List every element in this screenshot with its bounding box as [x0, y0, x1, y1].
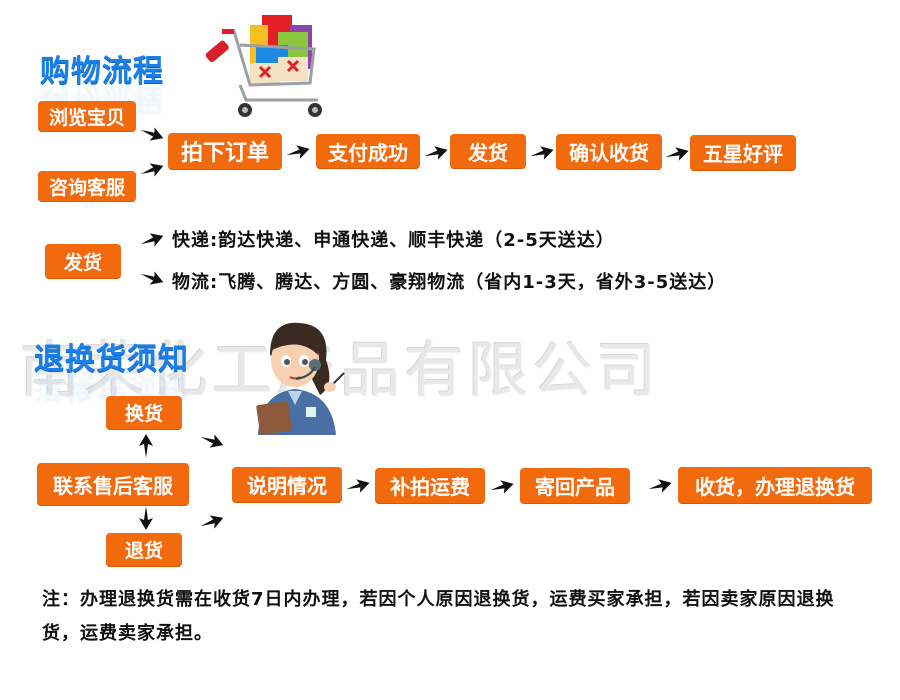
browse-items-box: 浏览宝贝 [38, 101, 136, 131]
step-return-product: 寄回产品 [520, 468, 630, 503]
step-receive-and-process: 收货，办理退换货 [678, 467, 872, 503]
arrow-icon [344, 475, 371, 497]
arrow-icon [138, 506, 154, 530]
arrow-icon [198, 510, 226, 533]
consult-service-box: 咨询客服 [38, 171, 136, 201]
arrow-icon [663, 143, 690, 165]
shipping-label-box: 发货 [45, 244, 121, 278]
shopping-flow-title: 购物流程 [40, 54, 164, 89]
arrow-icon [138, 158, 166, 181]
step-explain-situation: 说明情况 [232, 467, 342, 502]
step-confirm-receipt: 确认收货 [556, 134, 662, 169]
return-policy-note: 注：办理退换货需在收货7日内办理，若因个人原因退换货，运费买家承担，若因卖家原因… [42, 589, 835, 644]
step-pay-shipping: 补拍运费 [375, 468, 485, 503]
arrow-icon [422, 142, 449, 164]
arrow-icon [198, 429, 226, 452]
logistics-delivery-info: 物流:飞腾、腾达、方圆、豪翔物流（省内1-3天，省外3-5送达） [172, 272, 727, 293]
step-ship: 发货 [450, 134, 526, 168]
refund-box: 退货 [106, 533, 182, 566]
express-delivery-info: 快递:韵达快递、申通快递、顺丰快递（2-5天送达） [172, 230, 615, 251]
arrow-icon [284, 141, 311, 163]
customer-service-agent-icon [240, 315, 350, 435]
returns-exchange-title: 退换货须知 [34, 342, 189, 377]
contact-after-sales-box: 联系售后客服 [37, 463, 189, 505]
shopping-cart-icon [200, 5, 340, 120]
step-place-order: 拍下订单 [168, 133, 282, 169]
company-watermark: 南荣化工产品有限公司 [20, 336, 660, 406]
step-five-star-review: 五星好评 [690, 135, 796, 170]
arrow-icon [138, 266, 166, 289]
arrow-icon [646, 475, 673, 497]
arrow-icon [138, 122, 166, 145]
step-payment-success: 支付成功 [316, 134, 420, 168]
arrow-icon [138, 434, 154, 458]
arrow-icon [528, 142, 555, 164]
arrow-icon [488, 476, 515, 498]
arrow-icon [138, 228, 166, 251]
exchange-box: 换货 [106, 396, 182, 429]
